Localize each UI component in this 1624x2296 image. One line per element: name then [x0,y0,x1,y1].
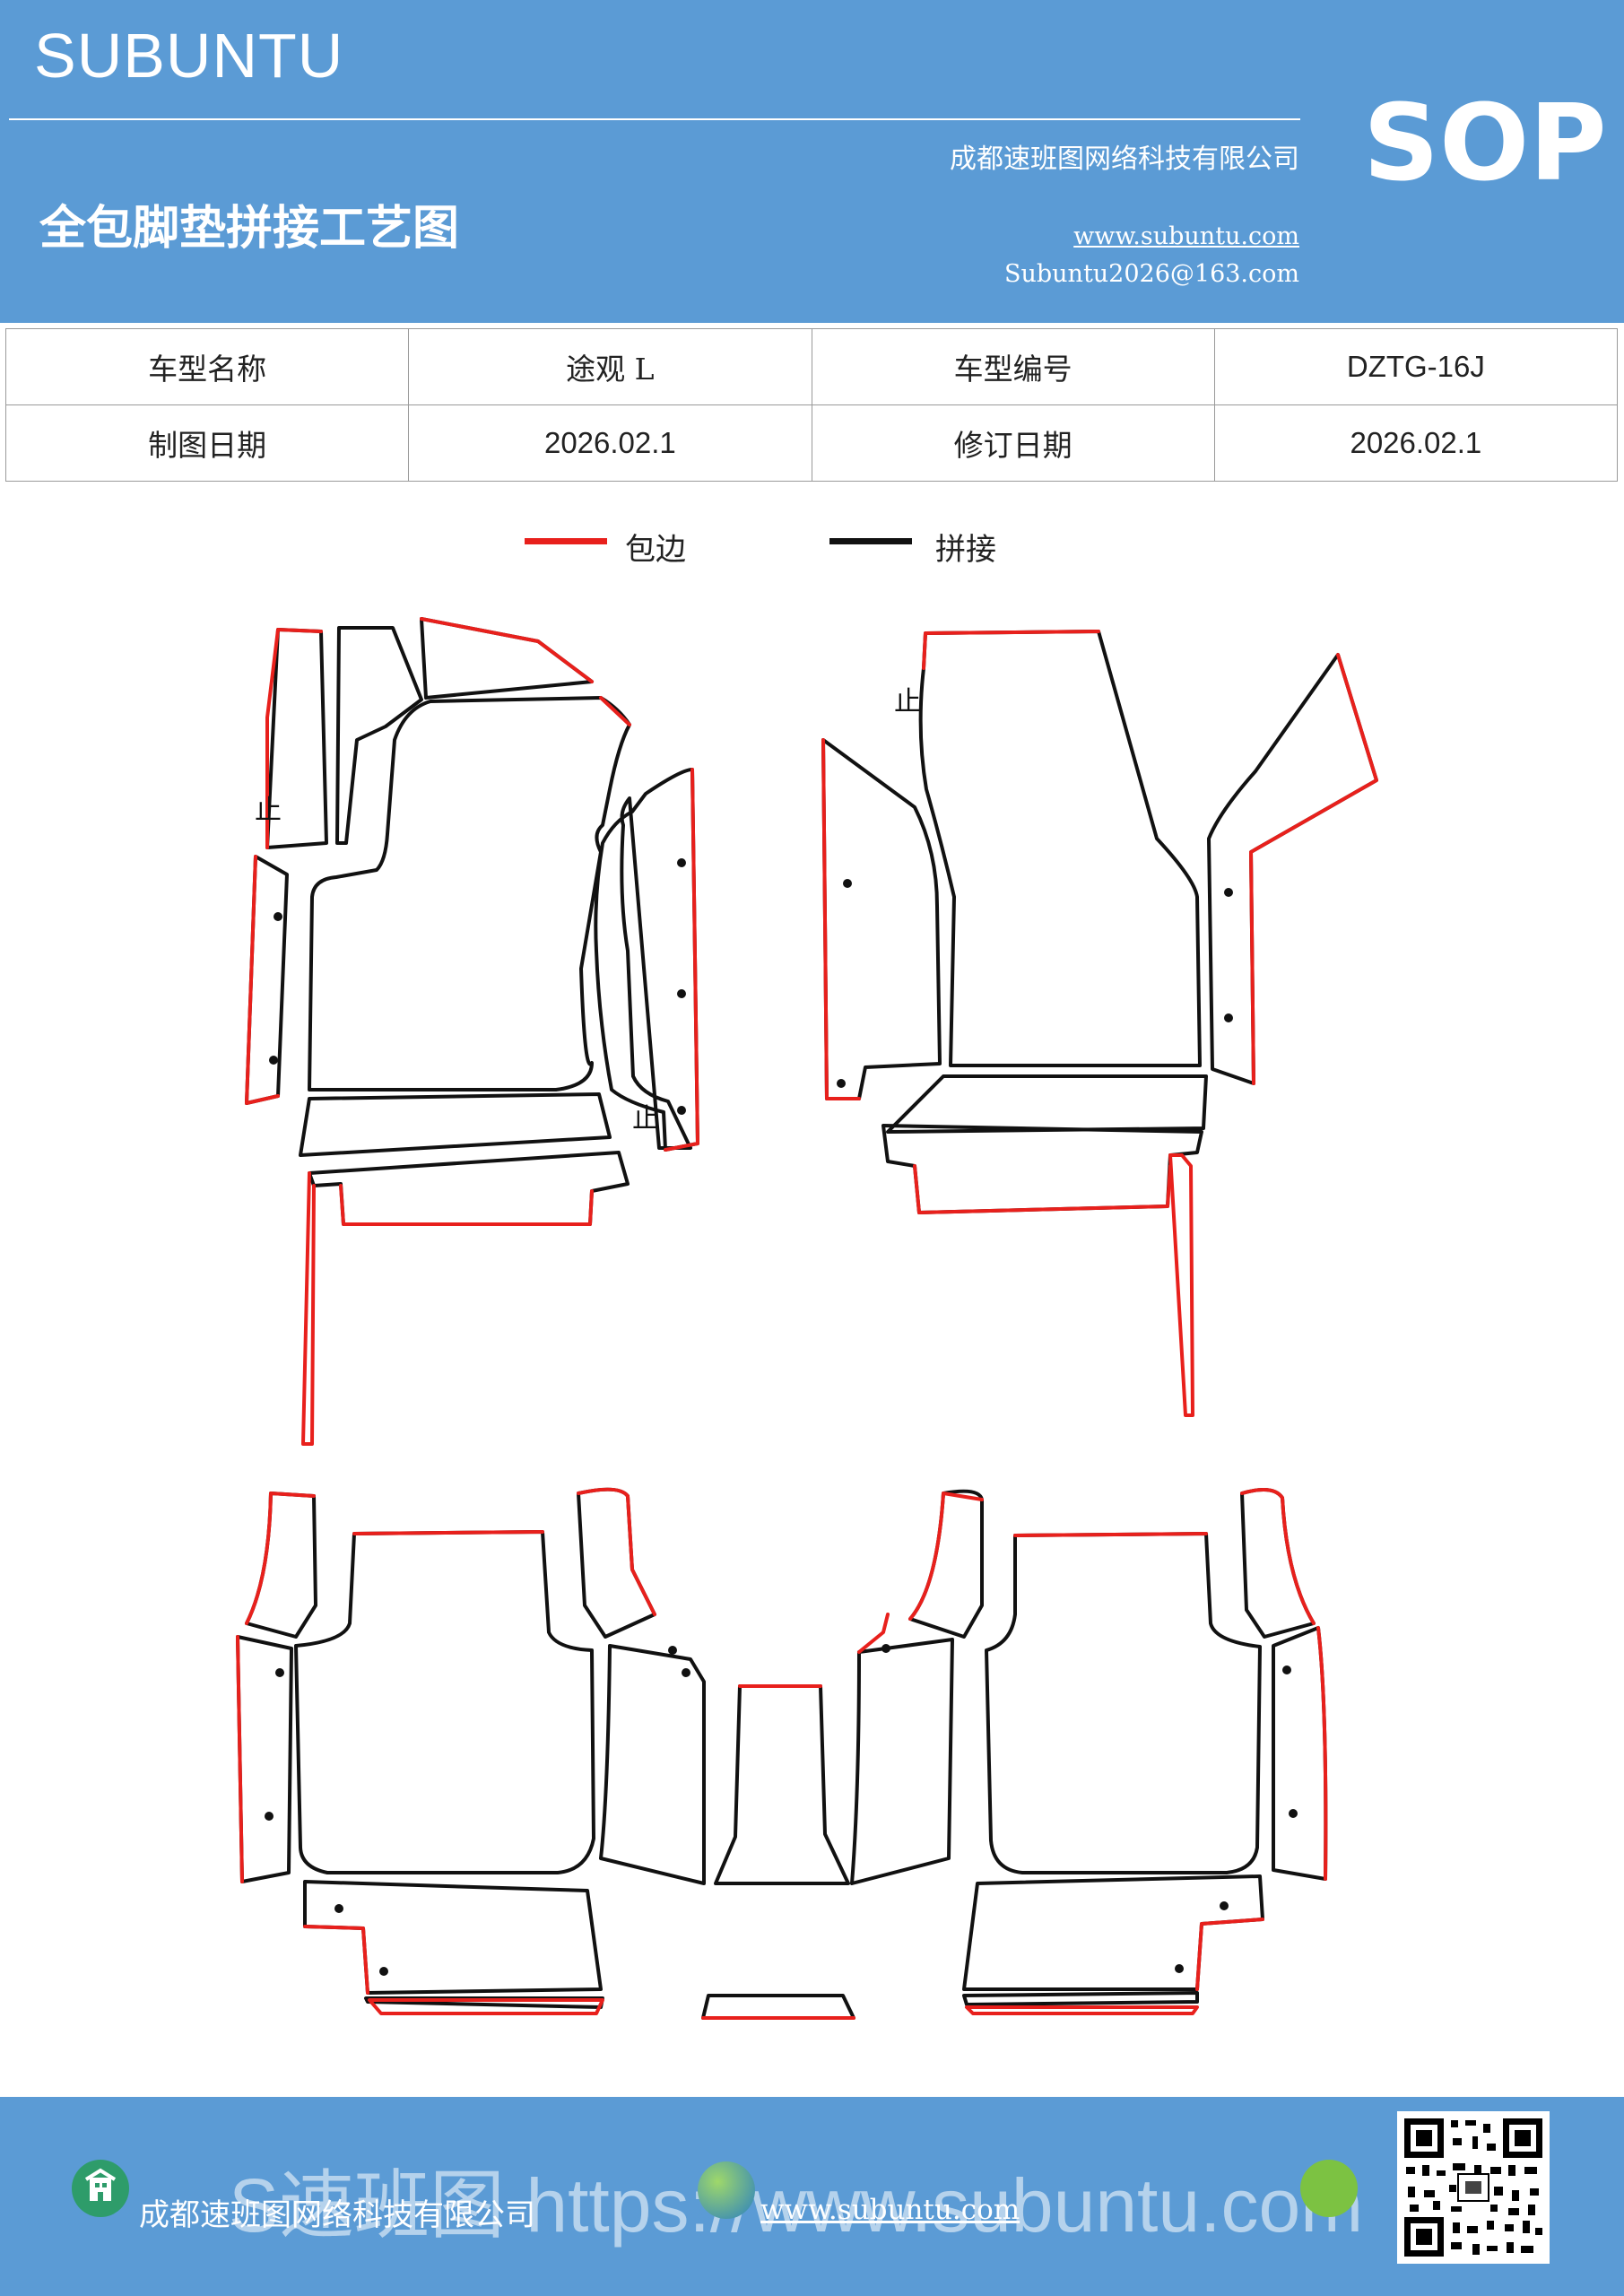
value-revision-date: 2026.02.1 [1213,404,1619,482]
mat-piece [886,1074,1208,1134]
globe-icon [698,2161,755,2219]
mat-piece [299,1092,612,1157]
table-row: 制图日期 2026.02.1 修订日期 2026.02.1 [4,404,1619,482]
mat-piece [962,1991,1199,2006]
table-row: 车型名称 途观 L 车型编号 DZTG-16J [4,328,1619,405]
stop-mark-2: 止 [632,1103,659,1135]
mat-piece [1207,653,1378,1085]
header-divider [9,118,1300,120]
mat-edge [1195,1918,1264,1991]
legend-label-seam: 拼接 [935,532,996,568]
mat-edge [420,617,594,683]
legend-label-edge: 包边 [625,532,686,568]
mat-edge [664,768,699,1152]
mat-edge [577,1487,656,1616]
company-name: 成都速班图网络科技有限公司 [950,144,1299,175]
mat-piece [308,1151,630,1226]
legend-swatch-red [525,538,607,544]
mat-edge [1240,1488,1316,1625]
stop-mark-1: 止 [255,795,282,826]
email-link[interactable]: Subuntu2026@163.com [1004,260,1299,288]
mat-edge [303,1925,369,1995]
mat-edge [913,1164,1172,1214]
mat-edge [352,1530,544,1535]
stop-mark-3: 止 [894,686,921,718]
mat-piece [850,1638,954,1885]
mat-piece [294,1530,595,1874]
brand-logo: SUBUNTU [34,21,344,91]
rear-right-mat-group [850,1488,1328,2015]
mat-piece [714,1684,850,1885]
label-revision-date: 修订日期 [811,404,1215,482]
mat-piece [962,1874,1264,1991]
rear-left-mat-group [236,1487,706,2015]
mat-piece [335,626,423,845]
footer-company: 成都速班图网络科技有限公司 [139,2197,535,2233]
mat-edge [1316,1626,1328,1881]
wechat-icon[interactable] [1300,2160,1358,2217]
mat-edge [1013,1532,1208,1537]
header-banner [0,0,1624,323]
sop-badge: SOP [1363,81,1607,204]
center-tunnel-group [701,1684,855,2020]
mat-piece [577,1487,656,1639]
mat-edge [236,1635,244,1883]
mat-piece [881,1124,1203,1214]
mat-piece [420,617,594,700]
mat-piece [308,696,631,1091]
mat-edge [599,696,631,726]
mat-edge [301,1171,316,1446]
mat-piece [599,1644,706,1885]
label-model-code: 车型编号 [811,328,1215,405]
mat-piece [1240,1488,1316,1639]
mat-edge [908,1492,984,1621]
label-model-name: 车型名称 [4,328,410,405]
vehicle-info-table: 车型名称 途观 L 车型编号 DZTG-16J 制图日期 2026.02.1 修… [4,328,1619,482]
mat-edge [965,2005,1199,2015]
mat-edge [339,1184,594,1226]
mat-piece [1272,1626,1328,1881]
mat-piece [245,1492,317,1639]
footer-watermark: S速班图 https://www.subuntu.com [229,2163,1364,2248]
value-model-name: 途观 L [408,328,812,405]
mat-edge [857,1613,890,1654]
mat-piece [821,738,942,1100]
website-link[interactable]: www.subuntu.com [1073,222,1299,250]
building-icon [72,2160,129,2217]
front-left-mat-group [245,617,699,1446]
mat-edge [1249,653,1378,1085]
legend-swatch-black [829,538,912,544]
mat-edge [821,738,861,1100]
mat-edge [922,630,1100,670]
qr-code[interactable] [1397,2111,1550,2264]
mat-edge [265,628,323,849]
mat-edge [1168,1153,1194,1417]
mat-edge [245,855,280,1105]
mat-piece [303,1880,603,1995]
front-right-mat-group [821,630,1378,1417]
mat-edge [245,1492,316,1625]
mat-piece [985,1532,1262,1874]
value-draw-date: 2026.02.1 [408,404,812,482]
mat-edge [368,1998,604,2015]
mat-piece [918,630,1202,1067]
fastener-dots [265,858,1298,1976]
footer-website-link[interactable]: www.subuntu.com [760,2194,1020,2226]
mat-piece [701,1994,855,2020]
value-model-code: DZTG-16J [1213,328,1619,405]
mat-piece [908,1489,984,1639]
page-title: 全包脚垫拼接工艺图 [39,202,460,256]
label-draw-date: 制图日期 [4,404,410,482]
